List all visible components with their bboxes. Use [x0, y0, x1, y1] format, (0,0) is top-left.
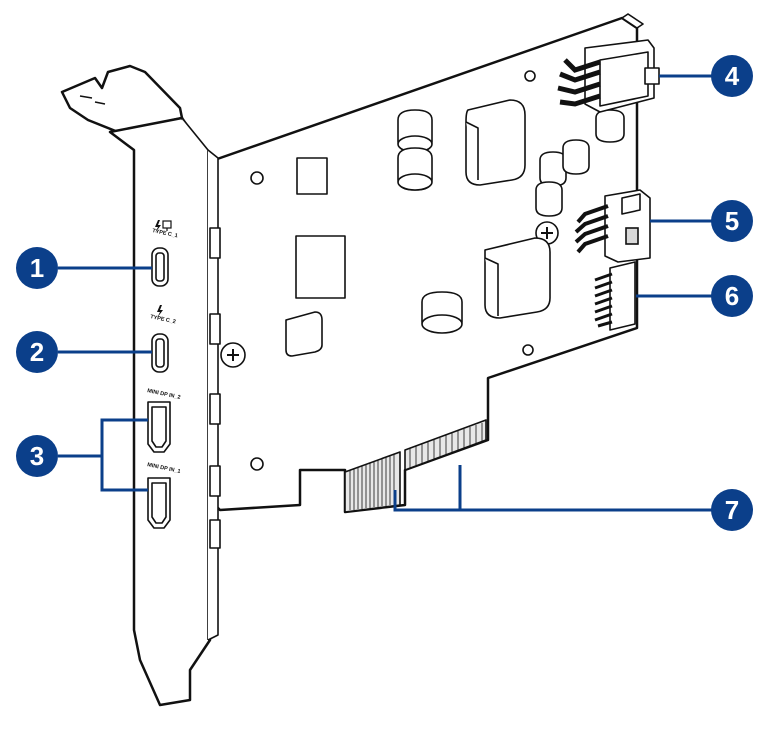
svg-text:2: 2 — [30, 337, 44, 367]
svg-text:4: 4 — [725, 61, 740, 91]
mini-dp-in-2-port — [147, 401, 171, 453]
pin-header — [594, 261, 636, 331]
callout-2: 2 — [16, 331, 58, 373]
callout-1: 1 — [16, 247, 58, 289]
callout-7: 7 — [711, 489, 753, 531]
svg-text:6: 6 — [725, 281, 739, 311]
svg-text:7: 7 — [725, 495, 739, 525]
leader-lines — [58, 74, 712, 512]
display-icon — [162, 220, 172, 231]
port-label-type-c-2: TYPE C_2 — [150, 314, 177, 325]
pcb-board — [198, 13, 644, 514]
svg-text:5: 5 — [725, 206, 739, 236]
thunderbolt-icon — [155, 220, 161, 233]
type-c-1-port — [151, 247, 169, 287]
callout-5: 5 — [711, 200, 753, 242]
inductor-lower — [484, 237, 551, 319]
mounting-holes — [250, 70, 536, 471]
svg-text:3: 3 — [30, 441, 44, 471]
type-c-2-port — [151, 333, 169, 373]
chip-small — [296, 157, 328, 195]
svg-text:1: 1 — [30, 253, 44, 283]
callout-3: 3 — [16, 435, 58, 477]
callout-6: 6 — [711, 275, 753, 317]
screw-icon — [220, 342, 246, 368]
header-connector — [574, 189, 651, 263]
port-label-type-c-1: TYPE C_1 — [152, 228, 179, 239]
capacitors — [397, 109, 625, 334]
mini-dp-in-1-port — [147, 477, 171, 529]
chip-main — [295, 235, 346, 299]
pcie-gold-fingers — [344, 419, 487, 513]
callout-4: 4 — [711, 55, 753, 97]
power-connector — [557, 39, 660, 113]
thunderbolt-icon — [157, 305, 163, 318]
io-bracket — [60, 64, 221, 707]
inductor-large — [465, 99, 526, 186]
small-block — [285, 311, 323, 357]
